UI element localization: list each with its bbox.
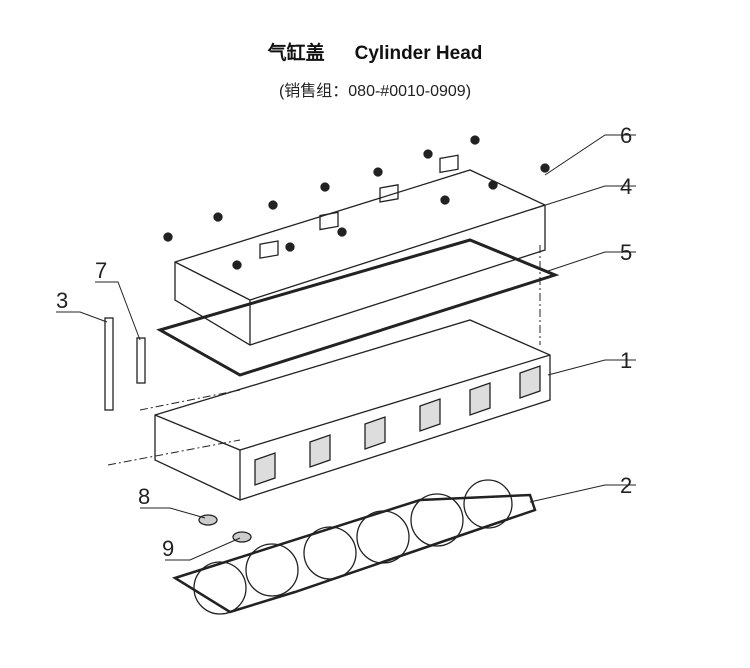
title-english: Cylinder Head (354, 43, 483, 64)
callout-numbers: 1 2 3 4 5 6 7 8 9 (56, 123, 632, 561)
plug-9 (232, 531, 252, 543)
cylinder-head (154, 319, 551, 501)
title-chinese: 气缸盖 (267, 43, 325, 64)
callout-5: 5 (620, 240, 632, 265)
valve-cover (174, 154, 546, 346)
callout-1: 1 (620, 348, 632, 373)
callout-9: 9 (162, 536, 174, 561)
cover-bolts (163, 135, 550, 270)
dowel-pin (136, 337, 146, 384)
sales-group-subtitle: (销售组：080-#0010-0909) (278, 83, 472, 100)
page-title: 气缸盖 Cylinder Head (0, 38, 750, 65)
callout-2: 2 (620, 473, 632, 498)
head-gasket (172, 479, 537, 615)
plug-8 (198, 514, 218, 526)
head-bolt (104, 317, 114, 411)
callout-6: 6 (620, 123, 632, 148)
callout-7: 7 (95, 258, 107, 283)
cover-gasket (156, 238, 560, 377)
callout-8: 8 (138, 484, 150, 509)
callout-3: 3 (56, 288, 68, 313)
leader-lines (56, 134, 636, 561)
callout-4: 4 (620, 174, 632, 199)
